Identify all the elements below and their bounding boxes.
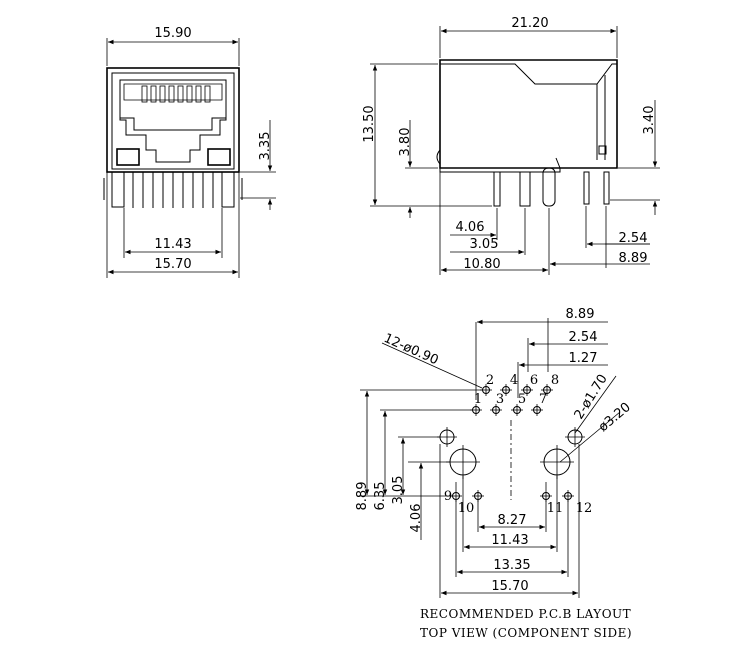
front-contact-fingers — [141, 85, 211, 103]
front-pins — [103, 171, 243, 208]
dim-side-1080: 10.80 — [463, 257, 500, 272]
pin-label-2: 2 — [486, 373, 494, 388]
front-led-right — [207, 148, 231, 166]
pcb-caption-line2: TOP VIEW (COMPONENT SIDE) — [420, 626, 632, 640]
side-body-outline — [439, 59, 618, 169]
pin-label-1: 1 — [474, 392, 482, 407]
front-port-top-band — [123, 83, 223, 101]
dim-pcb-top-889: 8.89 — [566, 307, 595, 322]
front-view: 15.90 3.35 11.43 15.70 — [103, 26, 276, 278]
pin-label-3: 3 — [496, 392, 504, 407]
pcb-caption-line1: RECOMMENDED P.C.B LAYOUT — [420, 607, 631, 621]
front-port-opening — [119, 79, 227, 163]
pin-label-4: 4 — [510, 373, 518, 388]
side-latch-window — [598, 145, 607, 155]
dim-front-width-top: 15.90 — [154, 26, 191, 41]
front-body-inner — [111, 72, 235, 170]
dim-side-305: 3.05 — [470, 237, 499, 252]
pin-label-7: 7 — [539, 392, 547, 407]
dim-side-254: 2.54 — [619, 231, 648, 246]
dim-pcb-h-1335: 13.35 — [493, 558, 530, 573]
dim-side-406: 4.06 — [456, 220, 485, 235]
dim-pcb-v-635: 6.35 — [373, 482, 388, 511]
leader-large-hole — [559, 411, 621, 463]
dim-pcb-h-827: 8.27 — [498, 513, 527, 528]
pcb-layout: 8.89 2.54 1.27 12-ø0.90 2-ø1.70 ø3.20 — [355, 307, 634, 640]
dim-front-width-bottom: 15.70 — [154, 257, 191, 272]
label-hole-small: 12-ø0.90 — [381, 331, 440, 368]
dim-pcb-v-889: 8.89 — [355, 482, 370, 511]
pin-label-5: 5 — [518, 392, 526, 407]
front-led-left — [116, 148, 140, 166]
pin-label-11: 11 — [547, 501, 564, 516]
side-top-bevel — [440, 63, 617, 85]
leader-small-hole — [381, 342, 483, 389]
side-pins — [493, 167, 610, 207]
dim-pcb-top-127: 1.27 — [569, 351, 598, 366]
dim-side-height-right: 3.40 — [642, 106, 657, 135]
dim-pcb-top-254: 2.54 — [569, 330, 598, 345]
dim-front-pitch: 11.43 — [154, 237, 191, 252]
side-standoff — [436, 149, 441, 165]
dim-pcb-v-406: 4.06 — [409, 504, 424, 533]
dim-side-height-left: 3.80 — [398, 128, 413, 157]
dim-pcb-h-1570: 15.70 — [491, 579, 528, 594]
dim-side-height-total: 13.50 — [362, 105, 377, 142]
label-hole-medium: 2-ø1.70 — [572, 372, 611, 422]
pin-label-6: 6 — [530, 373, 538, 388]
dim-front-height-right: 3.35 — [258, 132, 273, 161]
front-latch-line — [120, 117, 226, 131]
leader-medium-hole — [574, 375, 617, 434]
dim-side-889: 8.89 — [619, 251, 648, 266]
side-view: 21.20 13.50 3.80 3.40 4.06 3.05 10.80 — [362, 16, 660, 275]
pin-label-12: 12 — [576, 501, 593, 516]
dim-pcb-h-1143: 11.43 — [491, 533, 528, 548]
label-hole-large: ø3.20 — [596, 400, 634, 435]
pin-label-9: 9 — [444, 489, 452, 504]
pcb-pin-holes — [452, 386, 572, 500]
pin-label-8: 8 — [551, 373, 559, 388]
dim-side-length: 21.20 — [511, 16, 548, 31]
pin-label-10: 10 — [458, 501, 475, 516]
dim-pcb-v-305: 3.05 — [391, 476, 406, 505]
